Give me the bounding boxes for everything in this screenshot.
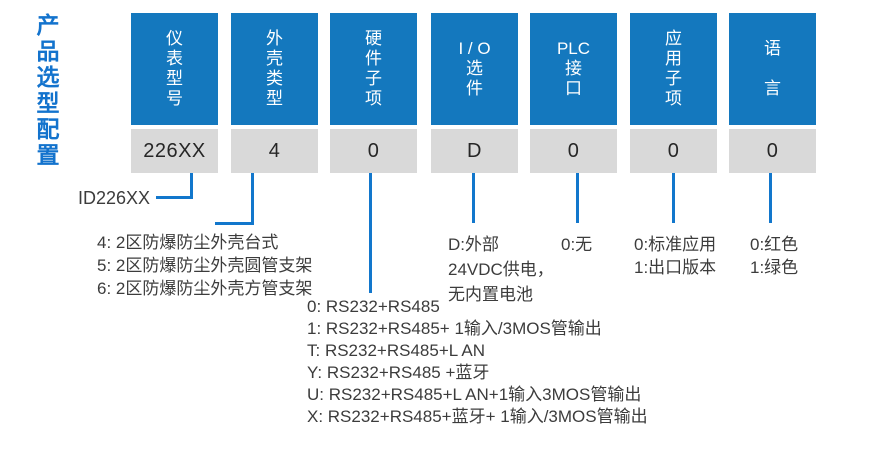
model-id-label: ID226XX — [78, 188, 151, 208]
header-line: 号 — [166, 89, 183, 108]
connector-language-vertical — [769, 173, 772, 223]
column-language: 语 言 0 — [729, 13, 816, 173]
header-plc-interface: PLC 接 口 — [530, 13, 617, 125]
language-options: 0:红色 1:绿色 — [750, 233, 798, 279]
header-line: 口 — [565, 79, 582, 98]
option-line: 24VDC供电， — [448, 260, 554, 279]
header-line: 表 — [166, 49, 183, 68]
column-io-option: I / O 选 件 D — [431, 13, 518, 173]
option-line: D:外部 — [448, 235, 499, 254]
header-line: 接 — [565, 59, 582, 78]
option-line: 1:出口版本 — [634, 258, 717, 277]
header-line: 选 — [466, 59, 483, 78]
connector-enclosure-horizontal — [215, 222, 254, 225]
option-line: 1:绿色 — [750, 258, 799, 277]
header-line: 项 — [665, 89, 682, 108]
header-line: 外 — [266, 29, 283, 48]
header-io-option: I / O 选 件 — [431, 13, 518, 125]
connector-io-vertical — [472, 173, 475, 223]
header-line: 壳 — [266, 49, 283, 68]
value-instrument-model: 226XX — [131, 129, 218, 173]
option-line: Y: RS232+RS485 +蓝牙 — [307, 363, 490, 382]
connector-hardware-vertical — [369, 173, 372, 293]
value-application-subitem: 0 — [630, 129, 717, 173]
header-application-subitem: 应 用 子 项 — [630, 13, 717, 125]
option-line: 0:红色 — [750, 235, 799, 254]
header-line: 硬 — [365, 29, 382, 48]
column-application-subitem: 应 用 子 项 0 — [630, 13, 717, 173]
header-line: I / O — [458, 39, 491, 58]
header-line: 件 — [365, 49, 382, 68]
header-language: 语 言 — [729, 13, 816, 125]
option-line: T: RS232+RS485+L AN — [307, 341, 485, 360]
header-line: 子 — [665, 69, 682, 88]
header-line: 仪 — [166, 29, 183, 48]
header-line: 项 — [365, 89, 382, 108]
connector-plc-vertical — [576, 173, 579, 223]
connector-model-horizontal — [156, 196, 193, 199]
header-instrument-model: 仪 表 型 号 — [131, 13, 218, 125]
value-io-option: D — [431, 129, 518, 173]
enclosure-options: 4: 2区防爆防尘外壳台式 5: 2区防爆防尘外壳圆管支架 6: 2区防爆防尘外… — [97, 231, 312, 300]
page-title: 产品选型配置 — [33, 13, 59, 169]
option-line: U: RS232+RS485+L AN+1输入3MOS管输出 — [307, 385, 642, 404]
column-enclosure-type: 外 壳 类 型 4 — [231, 13, 318, 173]
option-line: 5: 2区防爆防尘外壳圆管支架 — [97, 256, 313, 275]
header-hardware-subitem: 硬 件 子 项 — [330, 13, 417, 125]
value-plc-interface: 0 — [530, 129, 617, 173]
header-line: 子 — [365, 69, 382, 88]
header-line: 型 — [266, 89, 283, 108]
header-line: 言 — [764, 79, 781, 98]
option-line: 0:无 — [561, 235, 593, 254]
option-line: X: RS232+RS485+蓝牙+ 1输入/3MOS管输出 — [307, 407, 648, 426]
option-line: 0: RS232+RS485 — [307, 297, 440, 316]
header-line: 语 — [764, 39, 781, 58]
header-line: 型 — [166, 69, 183, 88]
header-line: 应 — [665, 29, 682, 48]
connector-enclosure-vertical — [251, 173, 254, 225]
header-line: 类 — [266, 69, 283, 88]
header-line: 用 — [665, 49, 682, 68]
column-plc-interface: PLC 接 口 0 — [530, 13, 617, 173]
option-line: 无内置电池 — [448, 285, 533, 304]
connector-application-vertical — [672, 173, 675, 223]
option-line: 6: 2区防爆防尘外壳方管支架 — [97, 279, 313, 298]
io-options: D:外部 24VDC供电， 无内置电池 — [448, 232, 554, 307]
column-instrument-model: 仪 表 型 号 226XX — [131, 13, 218, 173]
option-line: 0:标准应用 — [634, 235, 717, 254]
header-line: 件 — [466, 79, 483, 98]
column-hardware-subitem: 硬 件 子 项 0 — [330, 13, 417, 173]
value-language: 0 — [729, 129, 816, 173]
option-line: 4: 2区防爆防尘外壳台式 — [97, 233, 279, 252]
hardware-options: 0: RS232+RS485 1: RS232+RS485+ 1输入/3MOS管… — [307, 296, 648, 428]
value-hardware-subitem: 0 — [330, 129, 417, 173]
connector-model-vertical — [190, 173, 193, 199]
header-enclosure-type: 外 壳 类 型 — [231, 13, 318, 125]
header-line: PLC — [556, 39, 591, 58]
value-enclosure-type: 4 — [231, 129, 318, 173]
plc-options: 0:无 — [561, 233, 592, 256]
application-options: 0:标准应用 1:出口版本 — [634, 233, 716, 279]
option-line: 1: RS232+RS485+ 1输入/3MOS管输出 — [307, 319, 602, 338]
